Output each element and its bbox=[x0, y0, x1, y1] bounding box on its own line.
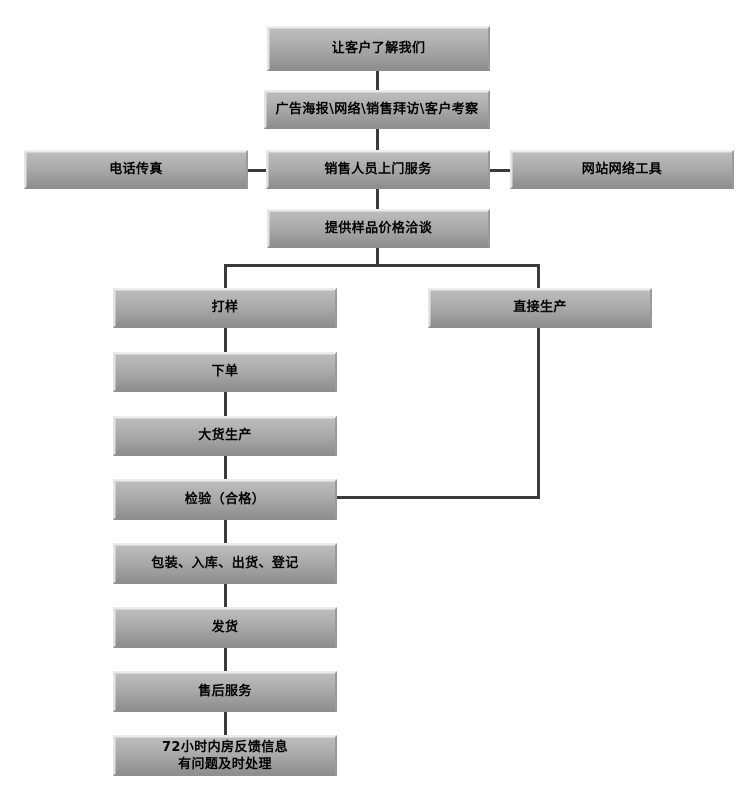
connector-sampling-to-place-order bbox=[224, 327, 227, 352]
node-website-tools-label: 网站网络工具 bbox=[581, 161, 663, 177]
node-after-sales-label: 售后服务 bbox=[198, 683, 252, 699]
node-channels-label: 广告海报\网络\销售拜访\客户考察 bbox=[275, 101, 479, 117]
connector-after-sales-to-feedback bbox=[224, 711, 227, 735]
connector-phone-fax-to-sales-visit bbox=[247, 169, 269, 172]
node-feedback-label: 72小时内房反馈信息 有问题及时处理 bbox=[161, 739, 289, 772]
node-sampling-label: 打样 bbox=[211, 300, 239, 315]
connector-sample-price-to-branch bbox=[376, 247, 379, 267]
node-feedback[interactable]: 72小时内房反馈信息 有问题及时处理 bbox=[113, 735, 337, 776]
node-know-us[interactable]: 让客户了解我们 bbox=[267, 26, 490, 71]
node-phone-fax-label: 电话传真 bbox=[109, 161, 163, 177]
connector-bulk-produce-to-inspection bbox=[224, 455, 227, 479]
node-direct-produce-label: 直接生产 bbox=[513, 300, 567, 315]
connector-branch-bar bbox=[224, 264, 540, 267]
node-place-order-label: 下单 bbox=[211, 364, 239, 379]
node-sample-price[interactable]: 提供样品价格洽谈 bbox=[267, 209, 490, 248]
node-after-sales[interactable]: 售后服务 bbox=[113, 671, 337, 712]
connector-sales-visit-to-website-tools bbox=[488, 169, 512, 172]
connector-direct-produce-to-inspection bbox=[336, 496, 540, 499]
connector-channels-to-sales-visit bbox=[376, 128, 379, 152]
node-bulk-produce-label: 大货生产 bbox=[198, 428, 252, 443]
node-inspection-label: 检验（合格） bbox=[184, 491, 266, 507]
node-website-tools[interactable]: 网站网络工具 bbox=[510, 150, 734, 189]
connector-place-order-to-bulk-produce bbox=[224, 391, 227, 416]
connector-know-us-to-channels bbox=[376, 70, 379, 92]
node-ship[interactable]: 发货 bbox=[113, 607, 337, 648]
node-pack-store-label: 包装、入库、出货、登记 bbox=[151, 555, 299, 571]
node-pack-store[interactable]: 包装、入库、出货、登记 bbox=[113, 543, 337, 584]
connector-ship-to-after-sales bbox=[224, 647, 227, 671]
node-sales-visit[interactable]: 销售人员上门服务 bbox=[266, 150, 490, 189]
connector-direct-produce-down bbox=[537, 327, 540, 499]
node-inspection[interactable]: 检验（合格） bbox=[113, 479, 337, 520]
connector-branch-to-direct-produce bbox=[537, 264, 540, 289]
node-place-order[interactable]: 下单 bbox=[113, 352, 337, 392]
connector-sales-visit-to-sample-price bbox=[376, 188, 379, 209]
node-know-us-label: 让客户了解我们 bbox=[331, 40, 426, 56]
connector-branch-to-sampling bbox=[224, 264, 227, 289]
node-phone-fax[interactable]: 电话传真 bbox=[24, 150, 248, 189]
connector-pack-store-to-ship bbox=[224, 583, 227, 607]
node-direct-produce[interactable]: 直接生产 bbox=[428, 288, 652, 328]
node-ship-label: 发货 bbox=[211, 619, 239, 635]
node-bulk-produce[interactable]: 大货生产 bbox=[113, 416, 337, 456]
node-sampling[interactable]: 打样 bbox=[113, 288, 337, 328]
node-sample-price-label: 提供样品价格洽谈 bbox=[324, 220, 433, 236]
node-channels[interactable]: 广告海报\网络\销售拜访\客户考察 bbox=[264, 90, 490, 129]
node-sales-visit-label: 销售人员上门服务 bbox=[324, 161, 432, 177]
connector-inspection-to-pack-store bbox=[224, 519, 227, 543]
